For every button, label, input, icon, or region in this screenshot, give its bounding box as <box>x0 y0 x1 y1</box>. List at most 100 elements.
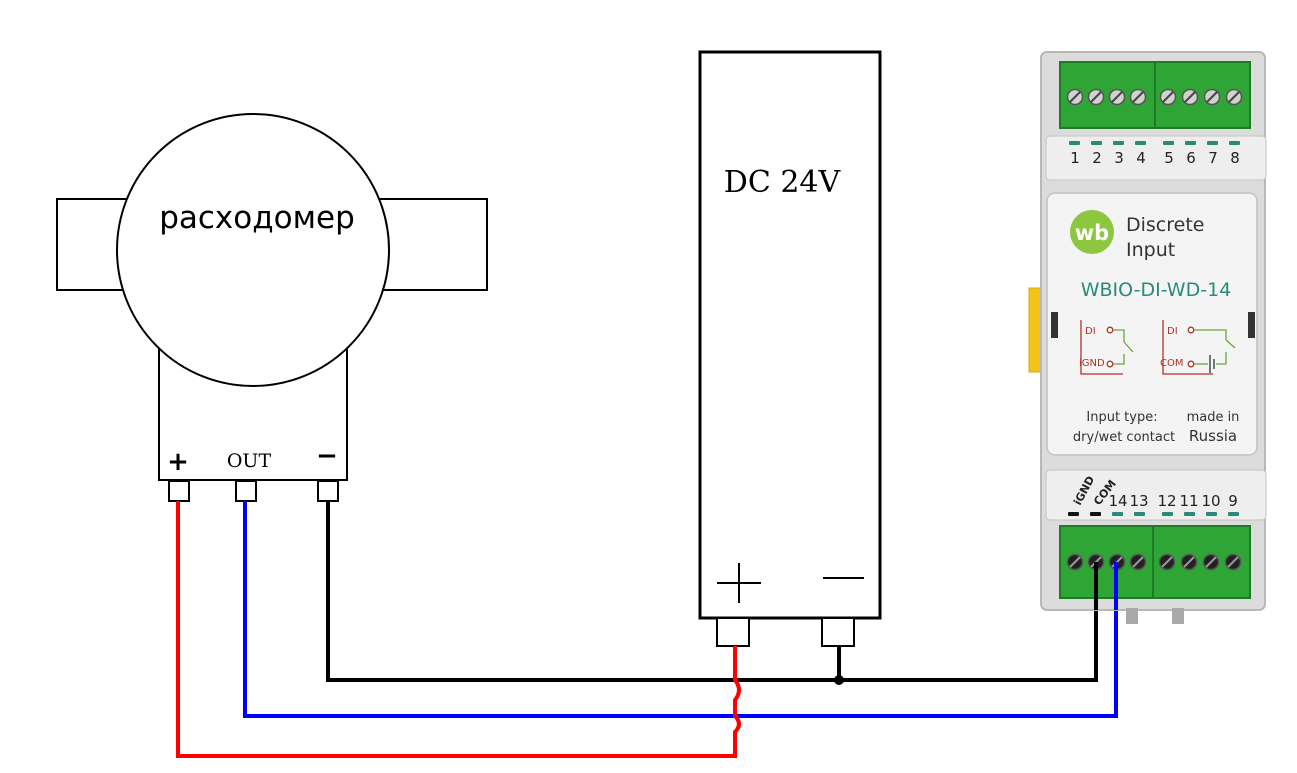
top-channel-leds <box>1069 141 1240 145</box>
led-bottom-13 <box>1134 512 1145 516</box>
screw-bottom-11[interactable] <box>1180 553 1198 571</box>
top-channel-2: 2 <box>1092 149 1102 167</box>
wire-ground-junction <box>834 675 844 685</box>
led-top-4 <box>1135 141 1146 145</box>
made-in-value: Russia <box>1189 427 1237 445</box>
module-model: WBIO-DI-WD-14 <box>1081 279 1232 301</box>
top-channel-8: 8 <box>1230 149 1240 167</box>
bottom-channel-9: 9 <box>1228 492 1238 510</box>
power-supply-terminal-plus[interactable] <box>716 617 750 647</box>
schematic-right-node-bottom <box>1187 360 1195 368</box>
schematic-wet-contact: DI COM <box>1160 320 1236 375</box>
power-supply-body <box>698 50 882 620</box>
led-bottom-14 <box>1112 512 1123 516</box>
wb-logo-text: wb <box>1075 221 1109 245</box>
screw-top-5[interactable] <box>1159 88 1177 106</box>
top-channel-strip <box>1045 135 1267 181</box>
module-foot-right <box>1172 608 1184 624</box>
top-channel-4: 4 <box>1136 149 1146 167</box>
top-channel-labels: 1 2 3 4 5 6 7 8 <box>1070 149 1240 167</box>
screw-bottom-10[interactable] <box>1202 553 1220 571</box>
screw-top-6[interactable] <box>1181 88 1199 106</box>
top-channel-7: 7 <box>1208 149 1218 167</box>
input-type-label: Input type: <box>1086 410 1157 425</box>
schematic-left-node-bottom <box>1106 360 1114 368</box>
top-channel-3: 3 <box>1114 149 1124 167</box>
flowmeter-terminal-plus[interactable] <box>168 480 190 502</box>
bottom-channel-10: 10 <box>1201 492 1220 510</box>
screw-top-7[interactable] <box>1203 88 1221 106</box>
led-top-5 <box>1163 141 1174 145</box>
led-bottom-9 <box>1228 512 1239 516</box>
top-channel-6: 6 <box>1186 149 1196 167</box>
screw-top-1[interactable] <box>1066 88 1084 106</box>
wbio-module: 1 2 3 4 5 6 7 8 wb Discrete Input WBIO-D… <box>1028 51 1267 624</box>
front-panel <box>1046 192 1258 456</box>
flowmeter-terminal-out[interactable] <box>235 480 257 502</box>
front-panel-clip-left <box>1051 312 1058 338</box>
flowmeter-minus-label: − <box>316 441 338 471</box>
bottom-channel-13: 13 <box>1129 492 1148 510</box>
flowmeter: расходомер + OUT − <box>56 113 488 502</box>
led-top-2 <box>1091 141 1102 145</box>
front-panel-clip-right <box>1248 312 1255 338</box>
flowmeter-terminal-minus[interactable] <box>317 480 339 502</box>
bottom-channel-12: 12 <box>1157 492 1176 510</box>
schematic-left-frame <box>1080 320 1123 375</box>
screw-bottom-13[interactable] <box>1129 553 1147 571</box>
led-bottom-ignd <box>1068 512 1079 516</box>
screw-bottom-12[interactable] <box>1158 553 1176 571</box>
flowmeter-out-label: OUT <box>227 450 272 472</box>
top-terminal-screws <box>1066 88 1243 106</box>
wb-logo-circle <box>1070 210 1114 254</box>
led-top-7 <box>1207 141 1218 145</box>
screw-bottom-9[interactable] <box>1224 553 1242 571</box>
schematic-left-node-top <box>1106 326 1114 334</box>
module-title-line1: Discrete <box>1126 214 1204 236</box>
led-bottom-10 <box>1206 512 1217 516</box>
schematic-right-wire-return <box>1216 352 1227 365</box>
bottom-terminal-screws <box>1066 553 1242 571</box>
schematic-left-wire-top <box>1113 329 1125 342</box>
wire-ends <box>1094 562 1118 610</box>
schematic-left-wire-bottom <box>1113 354 1125 365</box>
power-supply-terminal-minus[interactable] <box>821 617 855 647</box>
screw-top-8[interactable] <box>1225 88 1243 106</box>
schematic-dry-contact: DI iGND <box>1079 320 1134 375</box>
screw-top-3[interactable] <box>1108 88 1126 106</box>
schematic-right-switch <box>1225 339 1236 349</box>
schematic-right-com: COM <box>1160 358 1183 369</box>
module-title-line2: Input <box>1126 239 1175 261</box>
led-bottom-com <box>1090 512 1101 516</box>
input-type-value: dry/wet contact <box>1073 430 1175 445</box>
schematic-right-frame <box>1162 320 1213 375</box>
power-supply: DC 24V <box>698 50 882 647</box>
schematic-right-di: DI <box>1167 326 1178 337</box>
module-foot-left <box>1126 608 1138 624</box>
top-channel-1: 1 <box>1070 149 1080 167</box>
led-top-8 <box>1229 141 1240 145</box>
wire-plus <box>176 501 741 758</box>
led-top-1 <box>1069 141 1080 145</box>
flowmeter-plus-label: + <box>167 447 189 477</box>
schematic-right-node-top <box>1187 326 1195 334</box>
bottom-channel-14: 14 <box>1108 492 1127 510</box>
screw-top-2[interactable] <box>1087 88 1105 106</box>
top-channel-5: 5 <box>1164 149 1174 167</box>
schematic-right-wire-top <box>1194 329 1227 340</box>
screw-bottom-ignd[interactable] <box>1066 553 1084 571</box>
led-bottom-12 <box>1162 512 1173 516</box>
flowmeter-label: расходомер <box>159 200 355 236</box>
bottom-channel-leds <box>1068 512 1239 516</box>
wb-logo: wb <box>1070 210 1114 254</box>
wire-signal <box>243 501 1118 718</box>
schematic-left-ignd: iGND <box>1079 358 1105 369</box>
screw-top-4[interactable] <box>1129 88 1147 106</box>
bottom-channel-11: 11 <box>1179 492 1198 510</box>
schematic-left-di: DI <box>1085 326 1096 337</box>
led-bottom-11 <box>1184 512 1195 516</box>
led-top-3 <box>1113 141 1124 145</box>
led-top-6 <box>1185 141 1196 145</box>
bottom-channel-strip <box>1045 469 1267 521</box>
